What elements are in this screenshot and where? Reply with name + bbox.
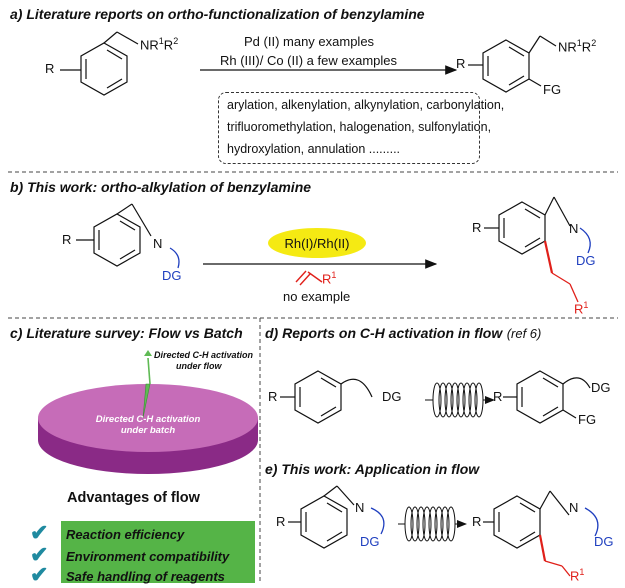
a-reactant-ring — [60, 31, 139, 96]
b-reactant-dg: DG — [162, 268, 182, 283]
e-product-dg: DG — [594, 534, 614, 549]
section-a-title: a) Literature reports on ortho-functiona… — [10, 6, 425, 22]
b-product-r1-sup: 1 — [583, 300, 589, 310]
e-product-alkyl-bond — [538, 534, 547, 562]
a-reactant-amine: NR1R2 — [140, 36, 178, 52]
e-reactant-ring — [288, 485, 355, 549]
a-nr-sup1: 1 — [158, 36, 164, 46]
d-product-fg: FG — [578, 412, 597, 427]
a-nr-sup2: 2 — [173, 36, 179, 46]
b-reactant-n: N — [153, 236, 163, 251]
b-alkene — [295, 270, 323, 286]
b-product-ring — [484, 196, 571, 255]
section-c-title: c) Literature survey: Flow vs Batch — [10, 325, 243, 341]
b-product-r: R — [574, 301, 584, 317]
d-product-r: R — [493, 389, 503, 404]
batch-label-line-1: Directed C-H activation — [95, 414, 201, 425]
a-product-fg: FG — [543, 82, 562, 97]
section-d-title: d) Reports on C-H activation in flow (re… — [265, 325, 541, 343]
d-flow-coil — [425, 382, 495, 418]
a-nr-text: NR — [140, 37, 159, 53]
b-product-r1: R1 — [574, 300, 588, 316]
advantage-item-2: Environment compatibility — [66, 549, 230, 564]
b-product-chain-black — [551, 272, 579, 303]
b-alkene-r: R — [322, 271, 332, 287]
a-r2-text: R — [163, 37, 174, 53]
a-prod-nr-sup2: 2 — [591, 38, 597, 48]
check-icon: ✔ — [30, 562, 49, 587]
advantages-box — [61, 521, 255, 583]
e-reactant-n: N — [355, 500, 365, 515]
b-no-example: no example — [283, 289, 351, 304]
b-product-n: N — [569, 221, 579, 236]
section-b-title: b) This work: ortho-alkylation of benzyl… — [10, 179, 312, 195]
e-product-n: N — [569, 500, 579, 515]
a-reactions-line-2: trifluoromethylation, halogenation, sulf… — [227, 120, 492, 134]
b-product-r: R — [472, 220, 482, 235]
e-reactant-dg-arc — [370, 507, 385, 535]
b-alkene-r1: R1 — [322, 270, 336, 286]
a-product-amine: NR1R2 — [558, 38, 596, 54]
flow-label-line-1: Directed C-H activation — [154, 350, 254, 360]
section-e-title: e) This work: Application in flow — [265, 461, 480, 477]
batch-label: Directed C-H activation under batch — [88, 414, 208, 436]
d-reactant-dg: DG — [382, 389, 402, 404]
a-condition-rh-co: Rh (III)/ Co (II) a few examples — [220, 53, 397, 68]
b-product-alkyl-chain — [543, 240, 554, 274]
e-reactant-r: R — [276, 514, 286, 529]
a-prod-nr-sup1: 1 — [576, 38, 582, 48]
e-flow-coil — [398, 506, 467, 542]
section-dividers — [8, 171, 618, 583]
d-reactant-r: R — [268, 389, 278, 404]
e-product-r1-sup: 1 — [579, 567, 585, 577]
advantage-item-1: Reaction efficiency — [66, 527, 185, 542]
e-product-chain — [544, 560, 571, 577]
advantages-title: Advantages of flow — [67, 490, 200, 506]
b-alkene-r1-sup: 1 — [331, 270, 337, 280]
b-reactant-ring — [76, 203, 152, 267]
e-product-r: R — [472, 514, 482, 529]
section-d-title-text: d) Reports on C-H activation in flow — [265, 325, 503, 341]
section-d-ref: (ref 6) — [506, 326, 542, 341]
e-reactant-dg: DG — [360, 534, 380, 549]
flow-label-line-2: under flow — [176, 361, 222, 371]
a-product-ring — [468, 35, 557, 93]
a-reactions-line-3: hydroxylation, annulation ......... — [227, 142, 401, 156]
e-product-dg-arc — [584, 507, 599, 537]
check-icon: ✔ — [30, 542, 49, 567]
a-prod-r2-text: R — [581, 39, 592, 55]
d-product-dg: DG — [591, 380, 611, 395]
e-product-ring — [483, 490, 570, 549]
advantage-item-3: Safe handling of reagents — [66, 569, 225, 584]
a-reactions-box: arylation, alkenylation, alkynylation, c… — [218, 92, 504, 164]
e-product-r1: R1 — [570, 567, 584, 583]
a-condition-pd: Pd (II) many examples — [244, 34, 375, 49]
b-product-dg: DG — [576, 253, 596, 268]
b-reactant-r: R — [62, 232, 72, 247]
batch-label-line-2: under batch — [120, 425, 176, 436]
b-reactant-dg-arc — [169, 247, 180, 269]
a-reactant-r: R — [45, 61, 55, 76]
a-product-r: R — [456, 56, 466, 71]
batch-vs-flow-cylinder — [38, 350, 258, 474]
d-reactant-ring — [280, 370, 373, 424]
b-catalyst-label: Rh(I)/Rh(II) — [284, 235, 350, 251]
a-reactions-line-1: arylation, alkenylation, alkynylation, c… — [227, 98, 505, 112]
check-icon: ✔ — [30, 520, 49, 545]
b-product-dg-arc — [579, 227, 591, 254]
flow-label: Directed C-H activation under flow — [154, 350, 253, 372]
b-catalyst-oval: Rh(I)/Rh(II) — [268, 228, 366, 258]
a-prod-nr-text: NR — [558, 39, 577, 55]
d-product-ring — [503, 370, 591, 424]
e-product-r: R — [570, 568, 580, 584]
